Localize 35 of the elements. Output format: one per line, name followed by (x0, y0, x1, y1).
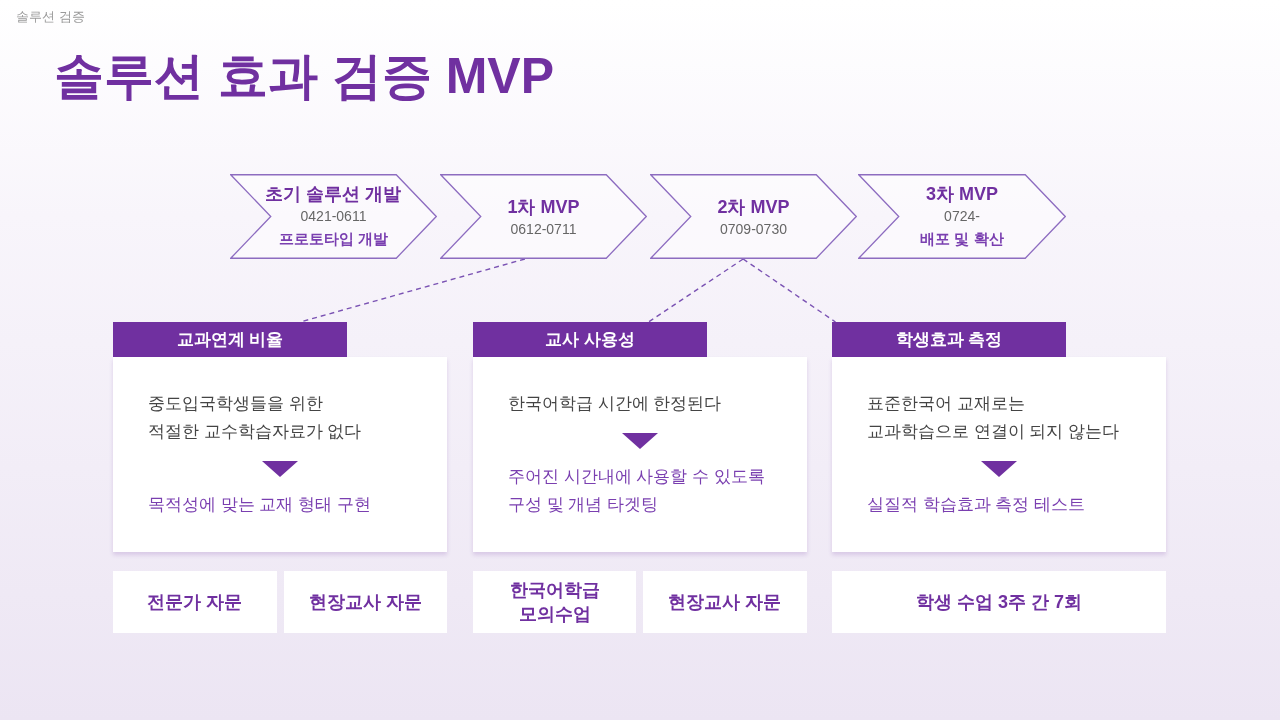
step-title: 1차 MVP (507, 195, 580, 219)
date-text: 0724- (944, 206, 980, 226)
result-text: 목적성에 맞는 교재 형태 구현 (148, 494, 371, 516)
process-step (440, 174, 647, 259)
card (832, 357, 1166, 552)
dashed-line (742, 258, 837, 323)
activity-box: 전문가 자문 (113, 571, 277, 633)
header-tab: 교사 사용성 (473, 322, 707, 357)
step-subtitle: 프로토타입 개발 (278, 228, 389, 249)
title: 솔루션 효과 검증 MVP (54, 47, 555, 106)
result-text: 실질적 학습효과 측정 테스트 (867, 494, 1086, 516)
statement-text: 한국어학급 시간에 한정된다 (508, 393, 722, 415)
activity-box: 현장교사 자문 (643, 571, 807, 633)
section-label: 솔루션 검증 (16, 8, 85, 26)
activity-box: 한국어학급 모의수업 (473, 571, 636, 633)
date-text: 0421-0611 (300, 206, 367, 226)
result-text: 주어진 시간내에 사용할 수 있도록 구성 및 개념 타겟팅 (508, 466, 766, 516)
header-tab: 학생효과 측정 (832, 322, 1066, 357)
activity-box: 현장교사 자문 (284, 571, 447, 633)
date-text: 0612-0711 (510, 219, 577, 239)
step-title: 2차 MVP (717, 195, 790, 219)
card (473, 357, 807, 552)
statement-text: 중도입국학생들을 위한 적절한 교수학습자료가 없다 (148, 393, 363, 443)
step-subtitle: 배포 및 확산 (920, 228, 1004, 249)
card (113, 357, 447, 552)
activity-box: 학생 수업 3주 간 7회 (832, 571, 1166, 633)
header-tab: 교과연계 비율 (113, 322, 347, 357)
date-text: 0709-0730 (720, 219, 787, 239)
step-title: 3차 MVP (926, 182, 998, 206)
step-title: 초기 솔루션 개발 (265, 182, 402, 206)
process-step (858, 174, 1066, 259)
statement-text: 표준한국어 교재로는 교과학습으로 연결이 되지 않는다 (867, 393, 1121, 443)
process-step (230, 174, 437, 259)
process-step (650, 174, 857, 259)
dashed-line (647, 258, 744, 323)
